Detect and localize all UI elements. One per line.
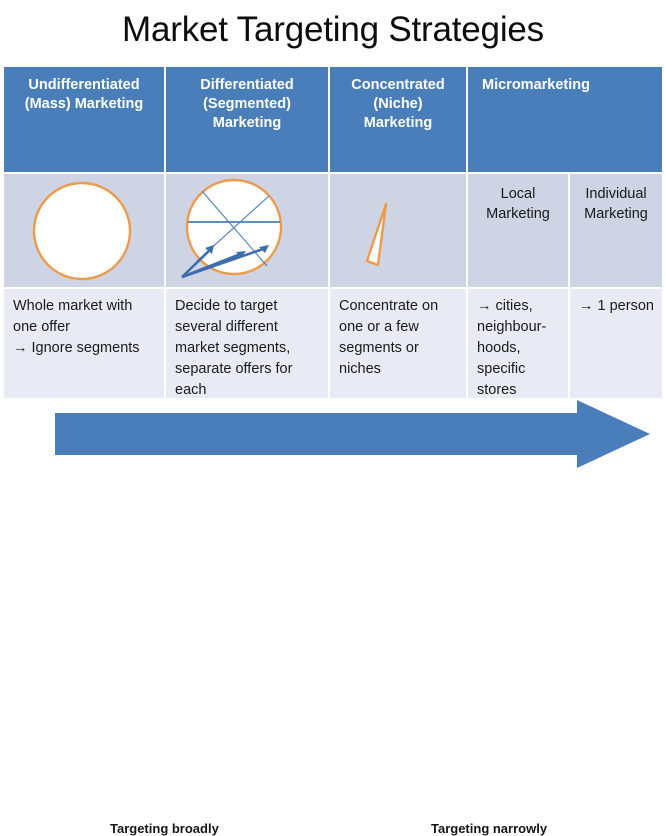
spectrum-label-broad: Targeting broadly xyxy=(110,821,219,836)
description-concentrated: Concentrate on one or a few segments or … xyxy=(330,287,468,398)
diagram-cell-niche xyxy=(330,172,468,287)
description-differentiated: Decide to target several different marke… xyxy=(166,287,330,398)
local-marketing-label: Local Marketing xyxy=(486,186,550,222)
plain-circle-icon xyxy=(32,181,132,281)
segmented-circle-with-arrows-icon xyxy=(181,178,283,279)
individual-marketing-label: Individual Marketing xyxy=(584,186,648,222)
narrow-wedge-icon xyxy=(365,202,388,267)
page-title: Market Targeting Strategies xyxy=(122,10,544,49)
diagram-cell-whole-market xyxy=(4,172,166,287)
header-cell-micromarketing: Micromarketing xyxy=(468,67,662,172)
header-cell-concentrated: Concentrated (Niche) Marketing xyxy=(330,67,468,172)
diagram-row: Local Marketing Individual Marketing xyxy=(4,172,662,287)
diagram-cell-local-marketing: Local Marketing xyxy=(468,172,570,287)
header-cell-differentiated: Differentiated (Segmented) Marketing xyxy=(166,67,330,172)
description-micromarketing: → cities, neighbour-hoods, specific stor… xyxy=(468,287,662,398)
spectrum-label-narrow: Targeting narrowly xyxy=(431,821,548,836)
description-individual-marketing: → 1 person xyxy=(570,287,662,398)
header-cell-undifferentiated: Undifferentiated (Mass) Marketing xyxy=(4,67,166,172)
diagram-cell-individual-marketing: Individual Marketing xyxy=(570,172,662,287)
description-local-marketing: → cities, neighbour-hoods, specific stor… xyxy=(468,287,570,398)
market-targeting-matrix: Undifferentiated (Mass) Marketing Differ… xyxy=(4,67,662,398)
targeting-spectrum-arrow: Targeting broadly Targeting narrowly xyxy=(0,400,666,836)
diagram-cell-micromarketing: Local Marketing Individual Marketing xyxy=(468,172,662,287)
header-row: Undifferentiated (Mass) Marketing Differ… xyxy=(4,67,662,172)
diagram-cell-segmented-market xyxy=(166,172,330,287)
description-undifferentiated: Whole market with one offer → Ignore seg… xyxy=(4,287,166,398)
description-row: Whole market with one offer → Ignore seg… xyxy=(4,287,662,398)
right-arrow-icon xyxy=(55,400,650,468)
